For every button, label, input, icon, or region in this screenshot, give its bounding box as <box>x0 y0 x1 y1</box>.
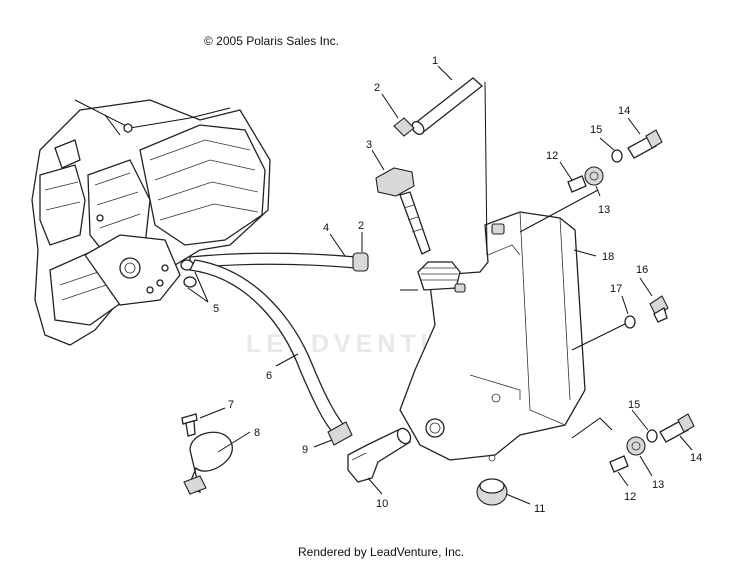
callout-4: 4 <box>323 222 329 234</box>
clamp-9 <box>327 421 353 446</box>
leader-lines <box>187 65 693 505</box>
callout-7: 7 <box>228 399 234 411</box>
callout-15-upper: 15 <box>590 124 602 136</box>
callout-12-upper: 12 <box>546 150 558 162</box>
engine-assembly <box>31 99 271 346</box>
grommet-12-upper <box>567 175 587 193</box>
callout-5: 5 <box>213 303 219 315</box>
callout-3: 3 <box>366 139 372 151</box>
rendered-by-text: Rendered by LeadVenture, Inc. <box>298 545 465 559</box>
washer-17 <box>624 315 636 329</box>
callout-18: 18 <box>602 251 614 263</box>
fitting-16 <box>649 295 669 323</box>
clamp-8 <box>183 431 233 495</box>
callout-numbers: 1 2 3 2 4 5 6 7 8 9 10 11 12 13 15 14 18… <box>213 55 702 515</box>
bolt-14-lower <box>659 413 695 443</box>
callout-2-upper: 2 <box>374 82 380 94</box>
bushing-13-lower <box>626 436 646 456</box>
callout-6: 6 <box>266 370 272 382</box>
cap-11 <box>476 478 508 506</box>
elbow-fitting-10 <box>347 427 412 483</box>
clamp-2-lower <box>352 252 369 272</box>
fittings-5 <box>180 259 197 288</box>
callout-10: 10 <box>376 498 388 510</box>
callout-8: 8 <box>254 427 260 439</box>
callout-2-lower: 2 <box>358 220 364 232</box>
vent-tube-1 <box>411 77 484 135</box>
copyright-text: © 2005 Polaris Sales Inc. <box>204 34 339 48</box>
grommet-12-lower <box>609 455 629 473</box>
bolt-14-upper <box>627 129 663 159</box>
callout-1: 1 <box>432 55 438 67</box>
oil-tank-18 <box>399 211 586 462</box>
callout-16: 16 <box>636 264 648 276</box>
callout-14-lower: 14 <box>690 452 702 464</box>
callout-12-lower: 12 <box>624 491 636 503</box>
callout-15-lower: 15 <box>628 399 640 411</box>
washer-15-lower <box>646 429 658 443</box>
callout-13-lower: 13 <box>652 479 664 491</box>
callout-11: 11 <box>534 503 545 515</box>
callout-9: 9 <box>302 444 308 456</box>
bushing-13-upper <box>584 166 604 186</box>
callout-17: 17 <box>610 283 622 295</box>
callout-13-upper: 13 <box>598 204 610 216</box>
screw-7 <box>181 413 198 437</box>
callout-14-upper: 14 <box>618 105 630 117</box>
dipstick-cap-3 <box>375 167 431 255</box>
clamp-2-upper <box>393 117 415 137</box>
hose-6 <box>189 259 347 437</box>
washer-15-upper <box>611 149 623 163</box>
